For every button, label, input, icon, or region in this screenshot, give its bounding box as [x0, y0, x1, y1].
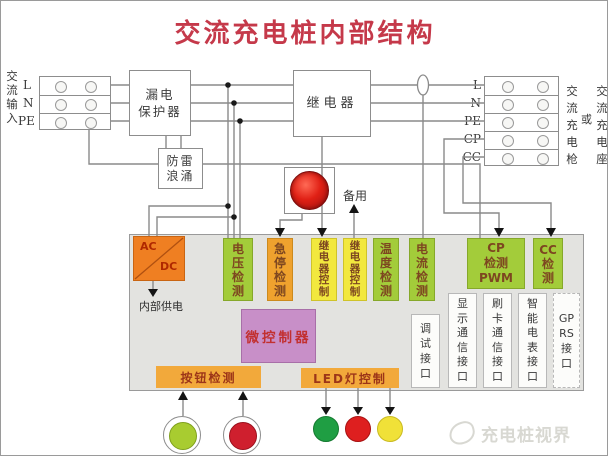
internal-power-label: 内部供电: [139, 300, 183, 313]
cc-detect-box: CC 检 测: [533, 238, 563, 289]
display-comm-interface-box: 显 示 通 信 接 口: [448, 293, 477, 388]
terminal-screw: [537, 135, 549, 147]
estop-detect-box: 急 停 检 测: [267, 238, 293, 301]
led-yellow: [377, 416, 403, 442]
terminal-screw: [55, 81, 67, 93]
terminal-screw: [502, 135, 514, 147]
terminal-screw: [502, 117, 514, 129]
led-control-box: LED灯控制: [301, 368, 399, 388]
led-red: [345, 416, 371, 442]
charging-socket-label: 交 流 充 电 座: [596, 84, 608, 166]
current-detect-box: 电 流 检 测: [409, 238, 435, 301]
junction-dots: [225, 82, 243, 220]
terminal-screw: [85, 117, 97, 129]
right-terminal-label-L: L: [473, 78, 481, 92]
acdc-diagonal: [134, 237, 184, 280]
terminal-screw: [537, 81, 549, 93]
terminal-screw: [537, 153, 549, 165]
left-terminal-label-PE: PE: [18, 114, 35, 128]
arrow-led1-down: [321, 407, 331, 415]
leakage-protector-box: 漏电 保护器: [129, 70, 191, 136]
spare-label: 备用: [343, 189, 368, 203]
terminal-screw: [55, 117, 67, 129]
arrow-spare-up: [349, 204, 359, 213]
page-title: 交流充电桩内部结构: [174, 19, 436, 49]
divider: [485, 113, 558, 114]
cp-detect-pwm-box: CP 检测 PWM: [467, 238, 525, 289]
divider: [40, 113, 110, 114]
relay-control-box-1: 继 电 器 控 制: [311, 238, 337, 301]
temperature-detect-box: 温 度 检 测: [373, 238, 399, 301]
divider: [40, 95, 110, 96]
stop-button-ring: [223, 416, 261, 454]
start-button-green: [169, 422, 197, 450]
right-terminal-label-CC: CC: [462, 150, 481, 164]
terminal-screw: [537, 117, 549, 129]
terminal-screw: [502, 153, 514, 165]
arrow-led2-down: [353, 407, 363, 415]
left-terminal-label-N: N: [23, 96, 34, 110]
output-terminal-block: [484, 76, 559, 166]
dc-label: DC: [160, 260, 178, 273]
right-terminal-label-PE: PE: [464, 114, 481, 128]
relay-control-box-2: 继 电 器 控 制: [343, 238, 367, 301]
watermark: 充电桩视界: [446, 415, 604, 451]
terminal-screw: [85, 99, 97, 111]
surge-protector-box: 防雷 浪涌: [158, 148, 203, 189]
start-button-ring: [163, 416, 201, 454]
current-transformer-icon: [416, 74, 430, 96]
emergency-stop-button: [290, 171, 329, 210]
divider: [485, 131, 558, 132]
wire-buttons: [182, 397, 244, 416]
smart-meter-interface-box: 智 能 电 表 接 口: [518, 293, 547, 388]
stop-button-red: [229, 422, 257, 450]
ac-label: AC: [140, 240, 157, 253]
wire-leds: [325, 388, 391, 408]
mcu-box: 微控制器: [241, 309, 316, 363]
wire-acdc-feed: [148, 205, 234, 236]
left-terminal-label-L: L: [23, 78, 31, 92]
or-label: 或: [581, 113, 592, 126]
terminal-screw: [502, 81, 514, 93]
card-comm-interface-box: 刷 卡 通 信 接 口: [483, 293, 512, 388]
acdc-converter-box: AC DC: [133, 236, 185, 281]
voltage-detect-box: 电 压 检 测: [223, 238, 253, 301]
watermark-logo-icon: [446, 419, 478, 447]
watermark-text: 充电桩视界: [481, 425, 571, 446]
wire-sense-drops: [227, 85, 241, 238]
divider: [485, 149, 558, 150]
arrow-led3-down: [385, 407, 395, 415]
arrow-button2-up: [238, 391, 248, 400]
terminal-screw: [537, 99, 549, 111]
right-terminal-label-N: N: [470, 96, 482, 110]
terminal-screw: [55, 99, 67, 111]
led-green: [313, 416, 339, 442]
right-terminal-label-CP: CP: [463, 132, 481, 146]
wire-cc-signal: [462, 156, 552, 228]
ac-input-label: 交 流 输 入: [6, 69, 18, 125]
relay-box: 继电器: [293, 70, 371, 137]
divider: [485, 95, 558, 96]
debug-interface-box: 调 试 接 口: [411, 314, 440, 388]
input-terminal-block: [39, 76, 111, 130]
charging-gun-label: 交 流 充 电 枪: [566, 84, 578, 166]
arrow-button1-up: [178, 391, 188, 400]
button-detect-box: 按钮检测: [156, 366, 261, 388]
terminal-screw: [85, 81, 97, 93]
wire-estop: [279, 214, 303, 228]
wire-surge-link: [165, 136, 182, 148]
gprs-interface-box: GP RS 接 口: [553, 293, 580, 388]
terminal-screw: [502, 99, 514, 111]
